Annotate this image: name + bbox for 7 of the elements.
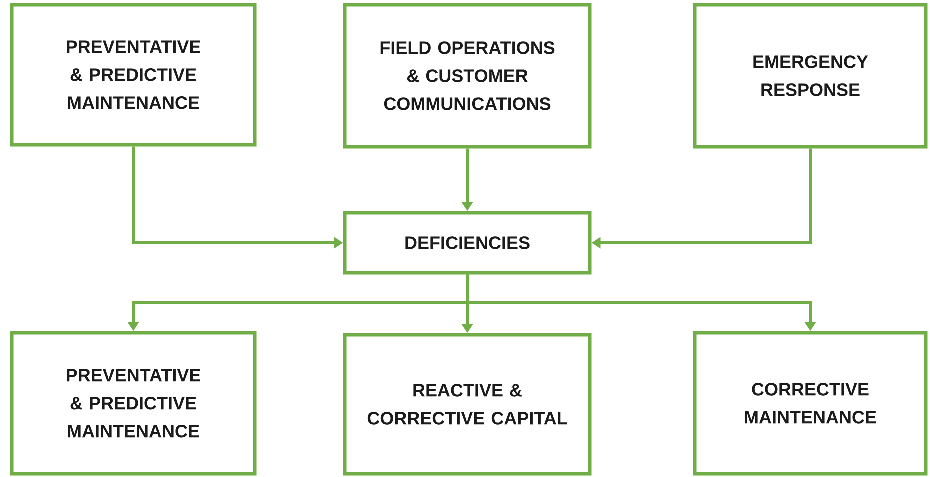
process-box: DEFICIENCIES xyxy=(343,211,592,275)
process-box: CORRECTIVE MAINTENANCE xyxy=(693,331,928,476)
process-box: EMERGENCY RESPONSE xyxy=(693,3,928,149)
process-box: REACTIVE & CORRECTIVE CAPITAL xyxy=(343,333,592,476)
process-box: PREVENTATIVE & PREDICTIVE MAINTENANCE xyxy=(10,331,257,476)
process-box: FIELD OPERATIONS & CUSTOMER COMMUNICATIONS xyxy=(343,3,592,149)
process-box: PREVENTATIVE & PREDICTIVE MAINTENANCE xyxy=(10,3,257,147)
